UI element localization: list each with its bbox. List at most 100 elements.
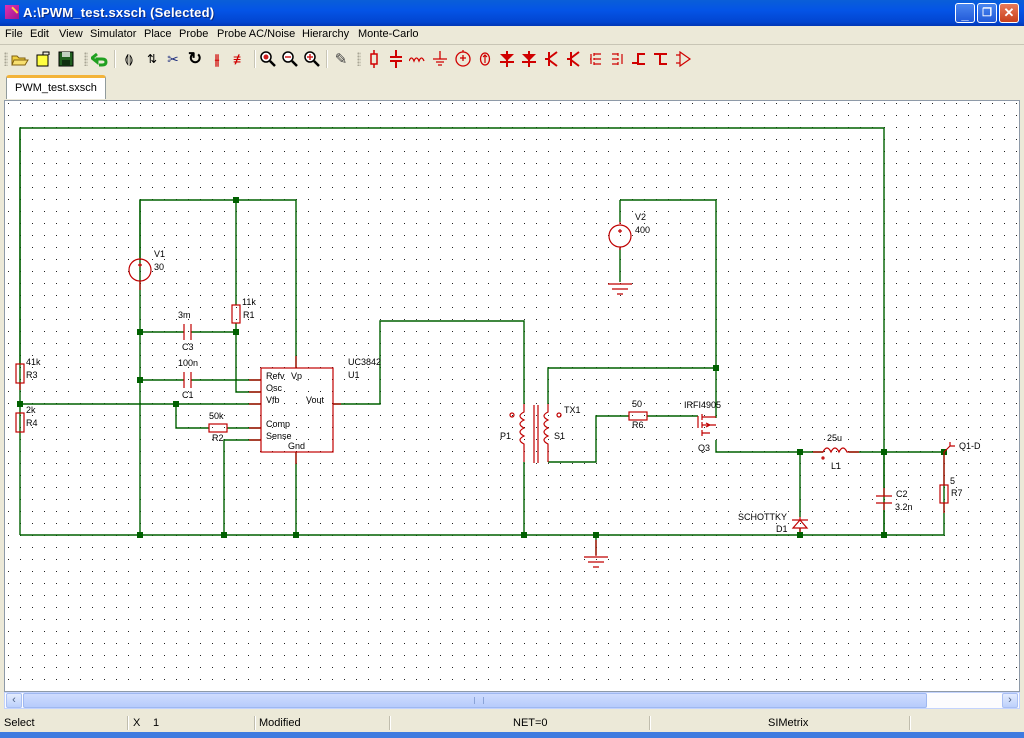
save-button[interactable] bbox=[56, 49, 76, 69]
opamp-icon bbox=[676, 51, 692, 67]
toolbar-separator bbox=[254, 50, 256, 68]
menu-hierarchy[interactable]: Hierarchy bbox=[302, 28, 350, 40]
place-nmos-button[interactable] bbox=[586, 49, 606, 69]
undo-button[interactable] bbox=[90, 49, 110, 69]
v1-value: 30 bbox=[154, 262, 164, 272]
status-divider bbox=[254, 716, 256, 730]
place-zener-button[interactable] bbox=[519, 49, 539, 69]
schematic-svg[interactable]: V1 30 V2 400 11k R1 3m C3 100n bbox=[5, 101, 1019, 691]
q3-ref: Q3 bbox=[698, 443, 710, 453]
minimize-button[interactable]: _ bbox=[955, 3, 975, 23]
close-button[interactable]: ✕ bbox=[999, 3, 1019, 23]
place-opamp-button[interactable] bbox=[674, 49, 694, 69]
menu-monte-carlo[interactable]: Monte-Carlo bbox=[358, 28, 419, 40]
voltage-source-v1[interactable]: V1 30 bbox=[128, 249, 165, 290]
capacitor-c2[interactable]: 3m C3 bbox=[178, 310, 194, 352]
toolbar-grip[interactable] bbox=[357, 52, 361, 66]
ic-u1[interactable]: Refv Vp Osc Vfb Vout Comp Sense Gnd UC38… bbox=[249, 356, 381, 464]
wire[interactable] bbox=[139, 199, 297, 535]
s1-label: S1 bbox=[554, 431, 565, 441]
toolbar-grip[interactable] bbox=[4, 52, 8, 66]
place-njfet-button[interactable] bbox=[629, 49, 649, 69]
resistor-r3[interactable]: 41k R3 bbox=[15, 128, 41, 390]
pin-vp: Vp bbox=[291, 371, 302, 381]
junction-node bbox=[521, 532, 527, 538]
wire[interactable] bbox=[620, 199, 717, 418]
mosfet-q3[interactable]: IRFI4905 Q3 bbox=[684, 400, 721, 453]
voltage-probe[interactable]: Q1-D bbox=[943, 441, 981, 453]
delete-wire-button[interactable]: ≢ bbox=[230, 49, 250, 69]
toolbar-grip[interactable] bbox=[84, 52, 88, 66]
place-resistor-button[interactable] bbox=[364, 49, 384, 69]
wire[interactable] bbox=[333, 320, 525, 405]
junction-node bbox=[137, 329, 143, 335]
npn-transistor-icon bbox=[545, 51, 558, 67]
delete-component-button[interactable]: ⫲ bbox=[207, 49, 227, 69]
c1-value: 100n bbox=[178, 358, 198, 368]
resistor-r6[interactable]: 50 R6 bbox=[628, 399, 648, 430]
resistor-r7[interactable]: 5 R7 bbox=[939, 452, 963, 513]
zoom-fit-button[interactable] bbox=[258, 49, 278, 69]
menu-view[interactable]: View bbox=[59, 28, 83, 40]
place-diode-button[interactable] bbox=[497, 49, 517, 69]
new-folder-button[interactable] bbox=[34, 49, 54, 69]
menu-place[interactable]: Place bbox=[144, 28, 172, 40]
place-voltage-source-button[interactable] bbox=[453, 49, 473, 69]
r4-value: 2k bbox=[26, 405, 36, 415]
menu-file[interactable]: File bbox=[5, 28, 23, 40]
place-ground-button[interactable] bbox=[430, 49, 450, 69]
junction-node bbox=[137, 377, 143, 383]
scroll-right-button[interactable]: › bbox=[1002, 693, 1018, 708]
inductor-l1[interactable]: 25u L1 bbox=[813, 433, 859, 471]
flip-vertical-button[interactable]: ⇅ bbox=[142, 49, 162, 69]
place-current-source-button[interactable] bbox=[475, 49, 495, 69]
zoom-in-button[interactable] bbox=[302, 49, 322, 69]
scroll-left-button[interactable]: ‹ bbox=[6, 693, 22, 708]
cut-button[interactable]: ✂ bbox=[163, 49, 183, 69]
schematic-canvas[interactable]: V1 30 V2 400 11k R1 3m C3 100n bbox=[4, 100, 1020, 692]
place-pmos-button[interactable] bbox=[607, 49, 627, 69]
open-button[interactable] bbox=[10, 49, 30, 69]
restore-icon: ❐ bbox=[982, 7, 992, 19]
restore-button[interactable]: ❐ bbox=[977, 3, 997, 23]
menu-simulator[interactable]: Simulator bbox=[90, 28, 137, 40]
menu-probe-ac-noise[interactable]: Probe AC/Noise bbox=[217, 28, 296, 40]
toolbar-separator bbox=[326, 50, 328, 68]
voltage-source-v2[interactable]: V2 400 bbox=[608, 212, 650, 295]
capacitor-c1[interactable]: 100n C1 bbox=[178, 358, 198, 400]
tab-pwm-test[interactable]: PWM_test.sxsch bbox=[6, 75, 106, 99]
wire[interactable] bbox=[715, 440, 823, 453]
place-npn-button[interactable] bbox=[542, 49, 562, 69]
ground-symbol[interactable] bbox=[584, 540, 608, 568]
resistor-r4[interactable]: 2k R4 bbox=[15, 405, 38, 433]
zoom-out-button[interactable] bbox=[280, 49, 300, 69]
flip-horizontal-icon: ⟬⟭ bbox=[124, 51, 134, 66]
transformer-tx1[interactable]: TX1 P1 S1 bbox=[500, 404, 581, 463]
wire[interactable] bbox=[223, 439, 261, 535]
close-icon: ✕ bbox=[1003, 5, 1015, 20]
scroll-thumb[interactable] bbox=[23, 693, 927, 708]
junction-node bbox=[881, 532, 887, 538]
resistor-r1[interactable]: 11k R1 bbox=[231, 297, 256, 324]
junction-node bbox=[797, 532, 803, 538]
place-pnp-button[interactable] bbox=[564, 49, 584, 69]
wire[interactable] bbox=[175, 404, 209, 429]
resistor-r2[interactable]: 50k R2 bbox=[208, 411, 228, 443]
grid-dots bbox=[5, 101, 1019, 691]
menu-probe[interactable]: Probe bbox=[179, 28, 209, 40]
rotate-button[interactable]: ↻ bbox=[185, 49, 205, 69]
status-app: SIMetrix bbox=[768, 717, 809, 729]
flip-horizontal-button[interactable]: ⟬⟭ bbox=[119, 49, 139, 69]
place-pjfet-button[interactable] bbox=[651, 49, 671, 69]
place-capacitor-button[interactable] bbox=[386, 49, 406, 69]
menu-edit[interactable]: Edit bbox=[30, 28, 49, 40]
wire[interactable] bbox=[548, 415, 629, 463]
wire[interactable] bbox=[547, 367, 716, 404]
place-inductor-button[interactable] bbox=[408, 49, 428, 69]
zener-diode-icon bbox=[522, 51, 536, 67]
diode-d1[interactable]: SCHOTTKY D1 bbox=[738, 512, 809, 534]
horizontal-scrollbar[interactable]: ‹ › bbox=[4, 692, 1020, 709]
capacitor-c3[interactable]: C2 3.2n bbox=[876, 488, 913, 512]
draw-wire-button[interactable]: ✎ bbox=[331, 49, 351, 69]
junction-node bbox=[881, 449, 887, 455]
